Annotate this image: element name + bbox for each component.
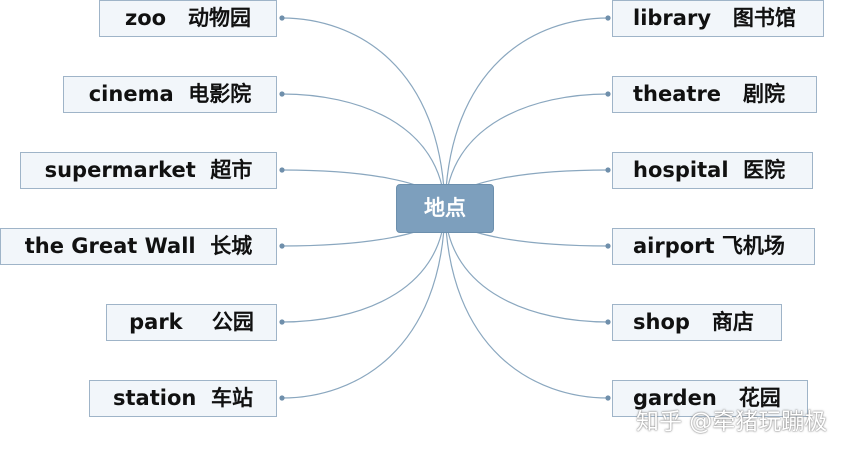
right-node-library[interactable]: library 图书馆: [612, 0, 824, 37]
right-node-garden[interactable]: garden 花园: [612, 380, 808, 417]
left-node-station[interactable]: station 车站: [89, 380, 277, 417]
left-node-zoo[interactable]: zoo 动物园: [99, 0, 277, 37]
right-node-shop[interactable]: shop 商店: [612, 304, 782, 341]
left-node-great-wall[interactable]: the Great Wall 长城: [0, 228, 277, 265]
right-node-theatre[interactable]: theatre 剧院: [612, 76, 817, 113]
center-topic[interactable]: 地点: [396, 184, 494, 233]
right-node-airport[interactable]: airport 飞机场: [612, 228, 815, 265]
left-node-supermarket[interactable]: supermarket 超市: [20, 152, 277, 189]
right-node-hospital[interactable]: hospital 医院: [612, 152, 813, 189]
watermark: 知乎 @牵猪玩蹦极: [636, 409, 828, 435]
left-node-cinema[interactable]: cinema 电影院: [63, 76, 277, 113]
left-node-park[interactable]: park 公园: [106, 304, 277, 341]
